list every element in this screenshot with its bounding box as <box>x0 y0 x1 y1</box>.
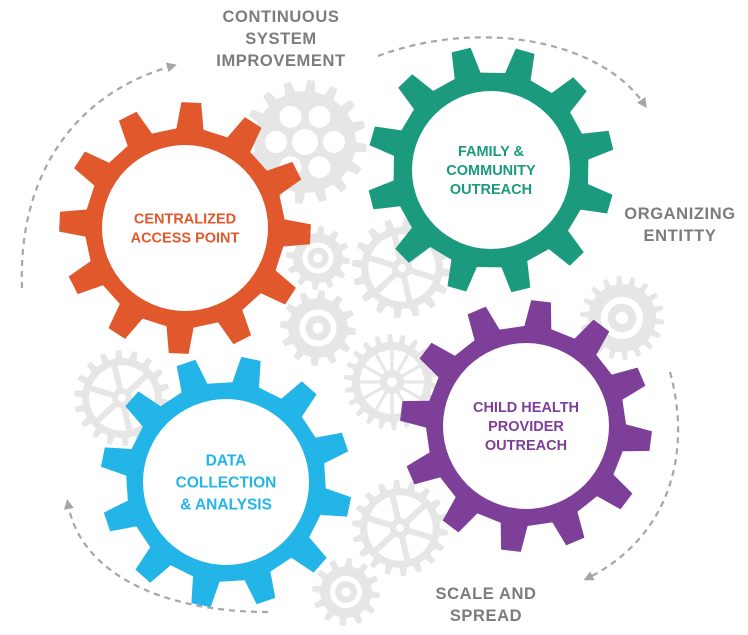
gear-family-community-outreach-label-line-3: OUTREACH <box>450 182 532 198</box>
gear-centralized-access-point-label-line-2: ACCESS POINT <box>131 231 240 247</box>
arrow-right <box>583 371 680 581</box>
arrow-top-right <box>377 36 647 109</box>
label-organizing-entity: ORGANIZING ENTITTY <box>612 203 748 247</box>
gear-centralized-access-point-label-line-1: CENTRALIZED <box>134 212 236 228</box>
label-continuous-line-2: SYSTEM <box>245 30 317 48</box>
arrow-top-left <box>20 62 177 289</box>
gear-child-health-provider-outreach-label-line-3: OUTREACH <box>485 438 567 454</box>
gear-data-collection-analysis: DATA COLLECTION & ANALYSIS <box>100 356 352 608</box>
gear-child-health-provider-outreach-label-line-2: PROVIDER <box>488 419 564 435</box>
gear-data-collection-analysis-label-line-1: DATA <box>206 453 247 470</box>
label-continuous-system-improvement: CONTINUOUS SYSTEM IMPROVEMENT <box>196 6 366 72</box>
label-organizing-line-2: ENTITTY <box>643 227 717 245</box>
cycle-arrows <box>20 36 680 614</box>
gear-family-community-outreach-label-line-2: COMMUNITY <box>446 163 536 179</box>
label-scale-line-2: SPREAD <box>449 607 523 625</box>
bg-gear-bottom-a <box>352 480 448 576</box>
label-organizing-line-1: ORGANIZING <box>624 205 736 223</box>
gear-centralized-access-point-hub <box>102 145 268 311</box>
gear-centralized-access-point: CENTRALIZED ACCESS POINT <box>59 102 311 354</box>
label-scale-and-spread: SCALE AND SPREAD <box>414 583 558 627</box>
main-gears: CENTRALIZED ACCESS POINT FAMILY & COMMUNITY… <box>59 47 652 608</box>
background-gears <box>74 80 664 626</box>
gear-child-health-provider-outreach-label-line-1: CHILD HEALTH <box>473 400 579 416</box>
gear-data-collection-analysis-hub <box>143 399 309 565</box>
bg-gear-bottom-b <box>312 558 380 626</box>
gear-family-community-outreach-hub <box>412 91 570 249</box>
arrow-bottom-left <box>63 499 269 614</box>
gear-data-collection-analysis-label-line-2: COLLECTION <box>176 475 277 492</box>
gear-child-health-provider-outreach-hub <box>443 343 609 509</box>
bg-gear-ring-a <box>280 290 356 366</box>
gear-data-collection-analysis-label-line-3: & ANALYSIS <box>180 497 272 514</box>
label-scale-line-1: SCALE AND <box>435 585 537 603</box>
label-continuous-line-3: IMPROVEMENT <box>216 52 346 70</box>
gear-child-health-provider-outreach: CHILD HEALTH PROVIDER OUTREACH <box>400 300 652 552</box>
label-continuous-line-1: CONTINUOUS <box>222 8 340 26</box>
gear-family-community-outreach-label-line-1: FAMILY & <box>458 144 525 160</box>
gear-family-community-outreach: FAMILY & COMMUNITY OUTREACH <box>368 47 614 293</box>
